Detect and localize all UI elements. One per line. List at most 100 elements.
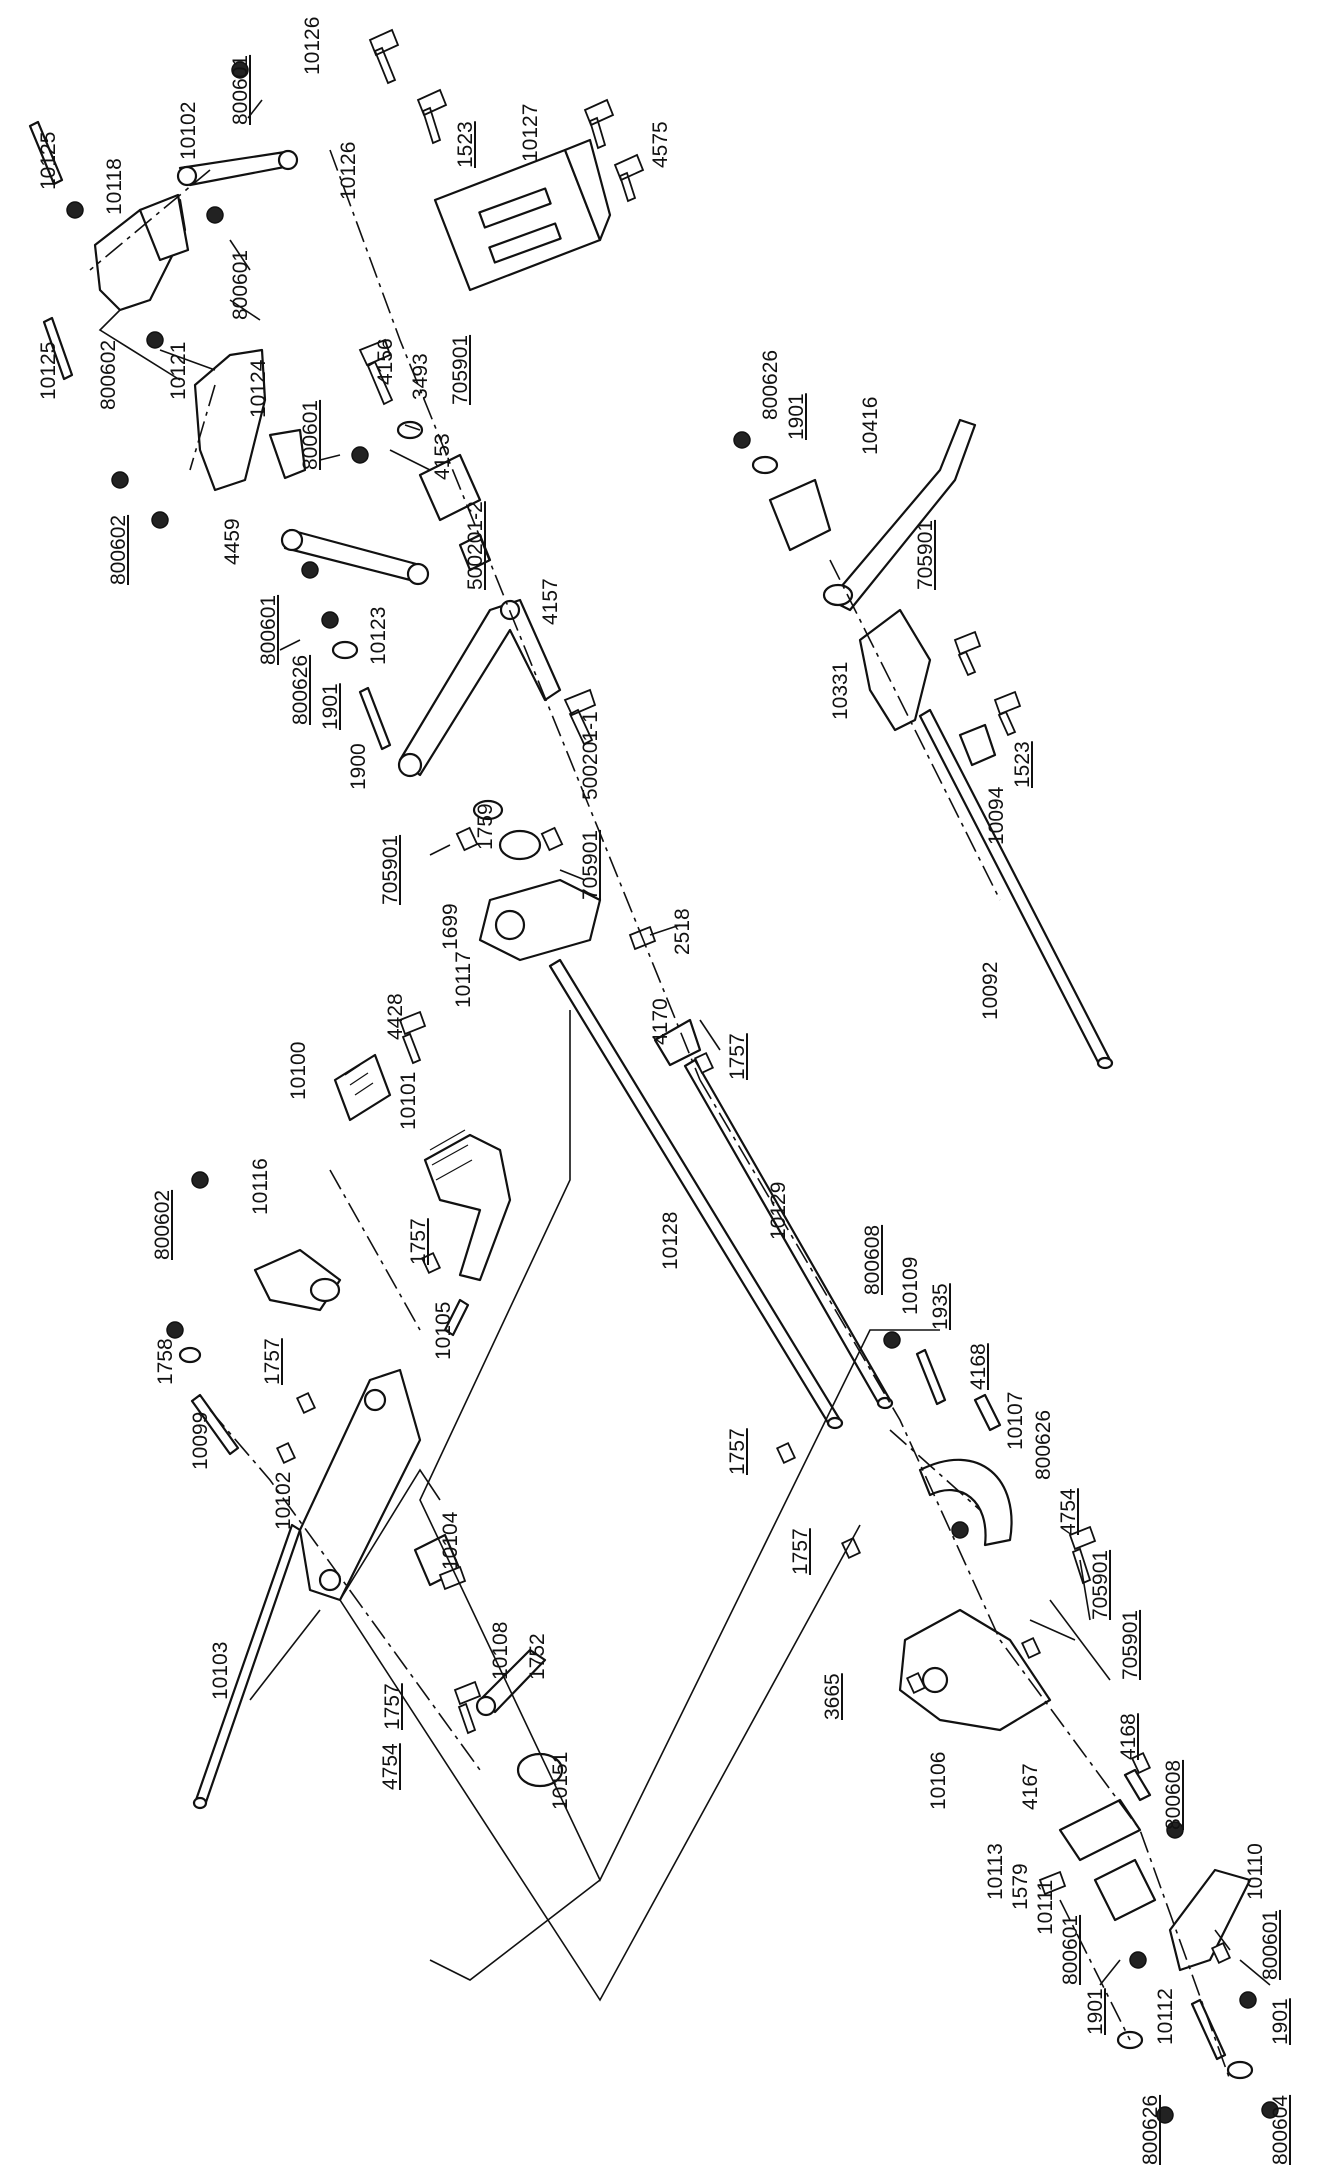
part-number-label: 1523	[454, 121, 477, 168]
part-number-label: 10124	[247, 359, 270, 418]
part-number-label: 1757	[789, 1528, 812, 1575]
assembly-lines	[98, 299, 1111, 2002]
part-number-label: 1757	[407, 1218, 430, 1265]
crank-4157	[397, 598, 562, 778]
part-number-label: 500201-2	[464, 501, 487, 590]
part-number-label: 1757	[726, 1033, 749, 1080]
retaining-rings	[66, 61, 1279, 2124]
bushing-10094	[958, 723, 997, 767]
part-number-label: 10116	[249, 1158, 272, 1215]
part-number-label: 10100	[287, 1041, 310, 1100]
part-number-label: 10151	[549, 1751, 572, 1810]
part-number-label: 1523	[1011, 741, 1034, 788]
link-10123	[280, 528, 430, 586]
part-number-label: 1901	[785, 393, 808, 440]
part-number-label: 1579	[1009, 1863, 1032, 1910]
bracket-10121	[193, 348, 267, 492]
part-number-label: 10101	[397, 1071, 420, 1130]
part-number-label: 800601	[229, 54, 252, 125]
feed-dog-10100	[333, 1053, 392, 1122]
part-number-label: 1901	[319, 683, 342, 730]
lever-10416	[822, 418, 977, 612]
part-number-label: 705901	[579, 829, 602, 900]
part-number-label: 10102	[177, 101, 200, 160]
part-number-label: 800602	[97, 339, 120, 410]
part-number-label: 800601	[1259, 1909, 1282, 1980]
bracket-4153	[418, 453, 482, 522]
leader-lines	[229, 99, 1271, 1986]
arm-10110	[1168, 1868, 1252, 1972]
part-number-label: 10117	[452, 951, 475, 1008]
part-number-label: 10104	[439, 1511, 462, 1570]
sleeve-10416	[768, 478, 832, 552]
part-number-label: 10123	[367, 606, 390, 665]
bracket-10111	[1093, 1858, 1157, 1922]
shaft-10128	[548, 958, 844, 1430]
center-lines	[89, 149, 1231, 2081]
part-number-label: 10107	[1004, 1391, 1027, 1450]
set-screws	[275, 826, 1232, 1964]
part-number-label: 1935	[929, 1283, 952, 1330]
part-number-label: 10109	[899, 1256, 922, 1315]
part-number-label: 3493	[409, 353, 432, 400]
part-number-label: 1757	[381, 1683, 404, 1730]
part-number-label: 800601	[299, 399, 322, 470]
washers	[178, 420, 1254, 2080]
part-number-label: 800626	[1032, 1409, 1055, 1480]
crank-10106	[898, 1608, 1052, 1732]
part-number-label: 10125	[37, 341, 60, 400]
part-number-label: 10111	[1034, 1879, 1057, 1935]
shaft-10125-upper	[28, 120, 64, 186]
part-number-label: 705901	[914, 519, 937, 590]
part-number-label: 4153	[431, 433, 454, 480]
part-number-label: 800602	[107, 514, 130, 585]
part-number-label: 4459	[221, 518, 244, 565]
bracket-10124	[268, 428, 307, 480]
part-number-label: 10127	[519, 103, 542, 162]
part-number-label: 4575	[649, 121, 672, 168]
pins	[358, 686, 1152, 1802]
part-number-label: 10416	[859, 396, 882, 455]
part-number-label: 10108	[489, 1621, 512, 1680]
part-number-label: 800601	[257, 594, 280, 665]
part-number-label: 4170	[649, 998, 672, 1045]
part-number-label: 2518	[671, 908, 694, 955]
part-number-label: 705901	[1089, 1549, 1112, 1620]
part-number-label: 1901	[1084, 1988, 1107, 2035]
part-number-label: 10103	[209, 1641, 232, 1700]
part-number-label: 1699	[439, 903, 462, 950]
part-number-label: 10110	[1244, 1843, 1267, 1900]
part-number-label: 10094	[985, 786, 1008, 845]
part-number-label: 4157	[539, 578, 562, 625]
link-10108	[475, 1648, 547, 1717]
part-number-label: 10121	[167, 341, 190, 400]
part-number-label: 800604	[1269, 2094, 1292, 2165]
shaft-10129	[683, 1058, 894, 1410]
part-number-label: 10118	[103, 158, 126, 215]
part-number-label: 10126	[337, 141, 360, 200]
rod-10105	[443, 1298, 470, 1337]
part-number-label: 1757	[726, 1428, 749, 1475]
bracket-10118	[93, 193, 190, 312]
part-number-label: 4156	[374, 338, 397, 385]
part-number-label: 10331	[829, 661, 852, 720]
part-number-label: 10128	[659, 1211, 682, 1270]
screws	[358, 28, 1097, 1896]
arm-10102-lower	[298, 1368, 422, 1602]
part-number-label: 10126	[301, 16, 324, 75]
part-number-label: 705901	[449, 334, 472, 405]
part-number-label: 10129	[767, 1181, 790, 1240]
part-number-label: 10092	[979, 961, 1002, 1020]
bracket-10331	[858, 608, 932, 732]
lever-10113	[1058, 1798, 1142, 1862]
part-number-label: 500201-1	[579, 711, 602, 800]
shaft-10099	[190, 1393, 240, 1456]
sector-10107	[918, 1458, 1013, 1547]
part-number-label: 800602	[151, 1189, 174, 1260]
part-number-label: 4167	[1019, 1763, 1042, 1810]
shaft-10125-lower	[42, 316, 74, 381]
part-number-label: 1901	[1269, 1998, 1292, 2045]
part-number-label: 800601	[1059, 1914, 1082, 1985]
feed-bar-10101	[423, 1129, 512, 1282]
